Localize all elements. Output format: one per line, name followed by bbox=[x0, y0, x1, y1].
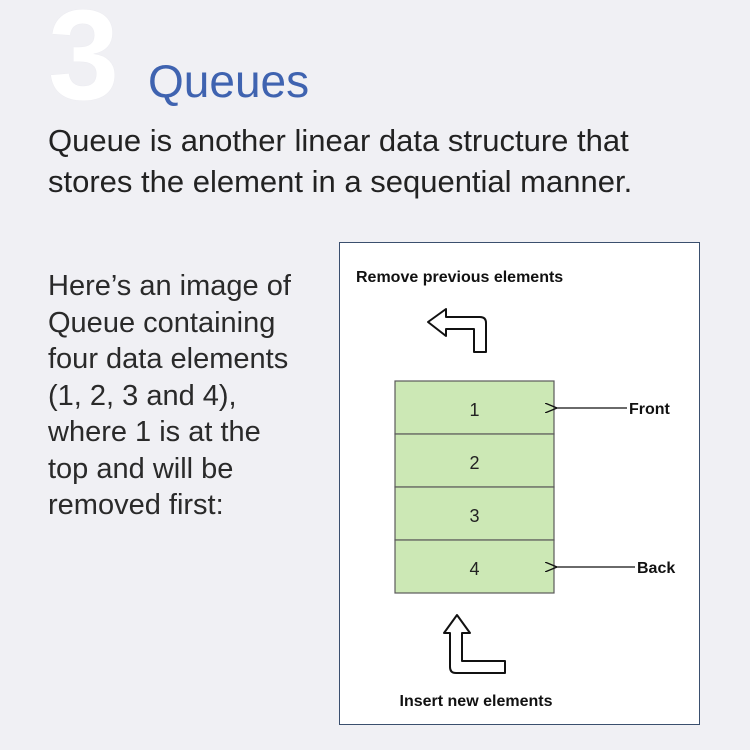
queue-cell bbox=[394, 486, 555, 541]
queue-cell bbox=[394, 380, 555, 435]
queue-cell-value: 1 bbox=[469, 400, 479, 420]
description-paragraph: Here’s an image of Queue containing four… bbox=[48, 268, 333, 524]
front-pointer: Front bbox=[556, 401, 671, 418]
remove-elements-label: Remove previous elements bbox=[356, 269, 563, 286]
front-label: Front bbox=[629, 401, 671, 418]
queue-cell bbox=[394, 539, 555, 594]
back-pointer: Back bbox=[556, 560, 675, 577]
queue-cell-value: 3 bbox=[469, 506, 479, 526]
intro-paragraph: Queue is another linear data structure t… bbox=[48, 120, 728, 202]
insert-elements-label: Insert new elements bbox=[400, 693, 553, 710]
queue-cell-value: 2 bbox=[469, 453, 479, 473]
description-line: where 1 is at the bbox=[48, 416, 261, 448]
return-arrow-up-icon bbox=[443, 614, 506, 674]
description-line: removed first: bbox=[48, 489, 224, 521]
queue-diagram-canvas: Remove previous elements 1 2 3 4 Front bbox=[356, 269, 675, 710]
description-line: top and will be bbox=[48, 452, 234, 485]
return-arrow-up-left-icon bbox=[427, 308, 487, 353]
intro-line: Queue is another linear data structure t… bbox=[48, 123, 629, 158]
back-label: Back bbox=[637, 560, 675, 577]
queue-diagram: Remove previous elements 1 2 3 4 Front bbox=[339, 242, 700, 725]
description-line: (1, 2, 3 and 4), bbox=[48, 379, 237, 412]
description-line: Queue containing bbox=[48, 306, 276, 339]
section-title: Queues bbox=[148, 55, 310, 107]
intro-line: stores the element in a sequential manne… bbox=[48, 164, 633, 199]
queue-cells: 1 2 3 4 bbox=[394, 380, 555, 594]
description-line: Here’s an image of bbox=[48, 270, 291, 302]
queue-cell-value: 4 bbox=[469, 559, 479, 579]
section-number: 3 bbox=[48, 0, 120, 127]
description-line: four data elements bbox=[48, 343, 289, 375]
queue-cell bbox=[394, 433, 555, 488]
